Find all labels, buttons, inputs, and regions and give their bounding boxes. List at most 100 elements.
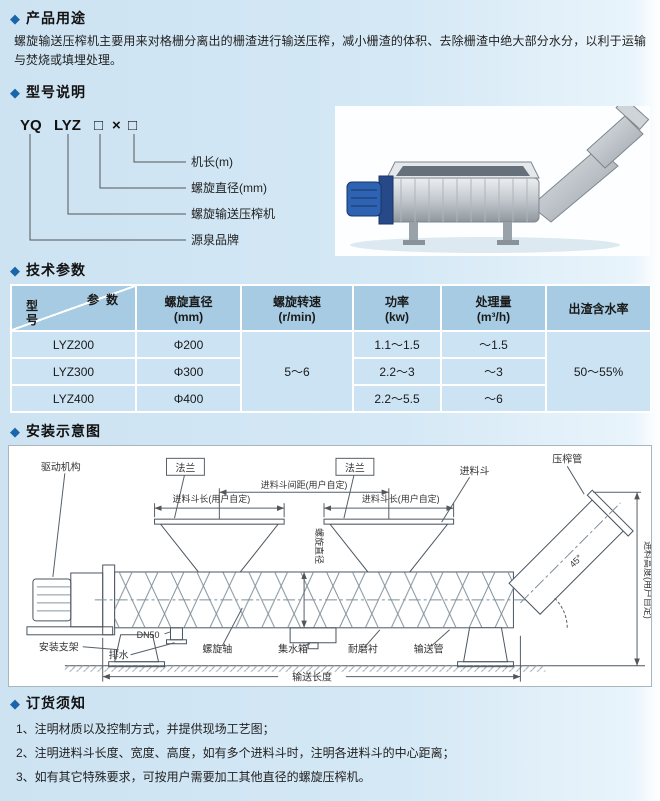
- cell-power: 2.2～3: [352, 357, 442, 387]
- cell-capacity: ～6: [440, 384, 547, 414]
- section-header-install: ◆ 安装示意图: [10, 421, 650, 441]
- diamond-icon: ◆: [10, 84, 20, 100]
- foot-left: [403, 240, 425, 246]
- label-water-tank: 集水箱: [278, 643, 308, 656]
- order-title: 订货须知: [26, 695, 86, 712]
- tree-line-brand: [29, 134, 186, 241]
- specs-title: 技术参数: [26, 262, 86, 279]
- drive-motor: [32, 578, 72, 622]
- label-flange-1: 法兰: [175, 462, 195, 475]
- product-photo: [335, 97, 650, 257]
- section-header-usage: ◆ 产品用途: [10, 8, 650, 28]
- support-right-foot: [457, 661, 514, 668]
- specs-header-row: 参数 型 号 螺旋直径 (mm) 螺旋转速 (r/min) 功率 (kw) 处理…: [10, 284, 652, 333]
- label-hopper-length-2: 进料斗长(用户自定): [362, 494, 440, 505]
- diamond-icon: ◆: [10, 10, 20, 26]
- tank-outlet: [307, 642, 319, 650]
- order-note-1: 1、注明材质以及控制方式，并提供现场工艺图；: [16, 722, 275, 737]
- cell-diameter: Φ300: [135, 357, 242, 387]
- cell-diameter: Φ400: [135, 384, 242, 414]
- cell-moisture: 50～55%: [545, 330, 652, 414]
- cell-model: LYZ400: [10, 384, 137, 414]
- label-feed-height: 进料高度(用户自定): [643, 541, 651, 619]
- diamond-icon: ◆: [10, 423, 20, 439]
- code-box2: □: [128, 117, 137, 134]
- col-header-diameter: 螺旋直径 (mm): [135, 284, 242, 333]
- code-series: LYZ: [54, 117, 81, 134]
- order-notes: 1、注明材质以及控制方式，并提供现场工艺图； 2、注明进料斗长度、宽度、高度，如…: [16, 717, 650, 789]
- support-right: [462, 627, 509, 663]
- label-drain: 排水: [109, 649, 129, 662]
- product-photo-area: [335, 97, 650, 261]
- hopper-opening: [396, 166, 530, 177]
- cell-capacity: ～3: [440, 357, 547, 387]
- install-title: 安装示意图: [26, 423, 101, 440]
- flange-label-box-2: [335, 458, 375, 477]
- col-header-speed: 螺旋转速 (r/min): [240, 284, 354, 333]
- table-row: LYZ200 Φ200 5～6 1.1～1.5 ～1.5 50～55%: [10, 330, 652, 414]
- cell-capacity: ～1.5: [440, 330, 547, 360]
- feed-hopper-2: [328, 524, 449, 573]
- installation-diagram-box: 驱动机构 法兰 法兰 进料斗间距(用户自定) 进料斗长(用户自定) 进料斗长(用…: [8, 445, 654, 688]
- cell-model: LYZ200: [10, 330, 137, 360]
- label-convey-length: 输送长度: [292, 671, 332, 684]
- label-brand: 源泉品牌: [191, 233, 239, 247]
- leader-lines: [52, 466, 585, 656]
- cell-speed: 5～6: [240, 330, 354, 414]
- label-convey-pipe: 输送管: [414, 643, 444, 656]
- specs-table: 参数 型 号 螺旋直径 (mm) 螺旋转速 (r/min) 功率 (kw) 处理…: [10, 284, 652, 414]
- hopper-2-flange: [323, 519, 455, 526]
- hopper-1-flange: [154, 519, 285, 526]
- label-hopper-length-1: 进料斗长(用户自定): [173, 494, 251, 505]
- label-drive-mechanism: 驱动机构: [41, 461, 81, 474]
- diamond-icon: ◆: [10, 262, 20, 278]
- label-screw-shaft: 螺旋轴: [202, 643, 232, 656]
- flange-label-box-1: [166, 458, 205, 477]
- foot-right: [497, 240, 519, 246]
- drain-nozzle: [169, 627, 183, 641]
- incline-pipe: [530, 147, 619, 224]
- model-section: YQ LYZ □ × □ 机长(m) 螺旋直径(mm) 螺旋输送压榨机 源泉品牌: [10, 97, 650, 261]
- motor: [346, 181, 382, 217]
- usage-title: 产品用途: [26, 10, 86, 26]
- corner-cell: 参数 型 号: [10, 284, 137, 333]
- cell-diameter: Φ200: [135, 330, 242, 360]
- corner-model-label: 型 号: [26, 298, 39, 327]
- code-box1: □: [94, 117, 103, 134]
- tree-line-length: [133, 134, 186, 163]
- label-press-pipe: 压榨管: [552, 453, 582, 466]
- label-flange-2: 法兰: [345, 462, 365, 475]
- section-header-model: ◆ 型号说明: [10, 82, 650, 102]
- col-header-power: 功率 (kw): [352, 284, 442, 333]
- dimension-lines: [102, 488, 642, 683]
- section-header-specs: ◆ 技术参数: [10, 260, 650, 280]
- cell-model: LYZ300: [10, 357, 137, 387]
- cell-power: 2.2～5.5: [352, 384, 442, 414]
- motor-base: [26, 626, 114, 636]
- col-header-capacity: 处理量 (m³/h): [440, 284, 547, 333]
- leg-left: [409, 222, 418, 243]
- table-row: LYZ300 Φ300 2.2～3 ～3: [10, 357, 651, 387]
- motor-fins: [351, 189, 377, 207]
- feed-hopper-1: [159, 524, 280, 573]
- pipe-centerline: [519, 502, 621, 604]
- leg-right: [503, 222, 512, 243]
- order-note-2: 2、注明进料斗长度、宽度、高度，如有多个进料斗时，注明各进料斗的中心距离；: [16, 746, 455, 761]
- tree-line-machine: [67, 134, 186, 215]
- trough-ribs: [400, 178, 528, 223]
- ground-hatch: [64, 666, 546, 673]
- motor-fins: [36, 586, 71, 612]
- support-left-foot: [108, 661, 166, 668]
- label-machine-name: 螺旋输送压榨机: [191, 206, 275, 221]
- trough-body: [386, 177, 540, 223]
- col-header-moisture: 出渣含水率: [545, 284, 652, 333]
- label-screw-diameter: 螺旋直径: [314, 528, 325, 564]
- cell-power: 1.1～1.5: [352, 330, 442, 360]
- drain-flange: [166, 639, 187, 645]
- label-mount-bracket: 安装支架: [39, 641, 79, 654]
- usage-text: 螺旋输送压榨机主要用来对格栅分离出的栅渣进行输送压榨，减小栅渣的体积、去除栅渣中…: [14, 34, 646, 68]
- label-machine-length: 机长(m): [191, 155, 233, 169]
- diamond-icon: ◆: [10, 695, 20, 711]
- label-dn50: DN50: [137, 630, 160, 640]
